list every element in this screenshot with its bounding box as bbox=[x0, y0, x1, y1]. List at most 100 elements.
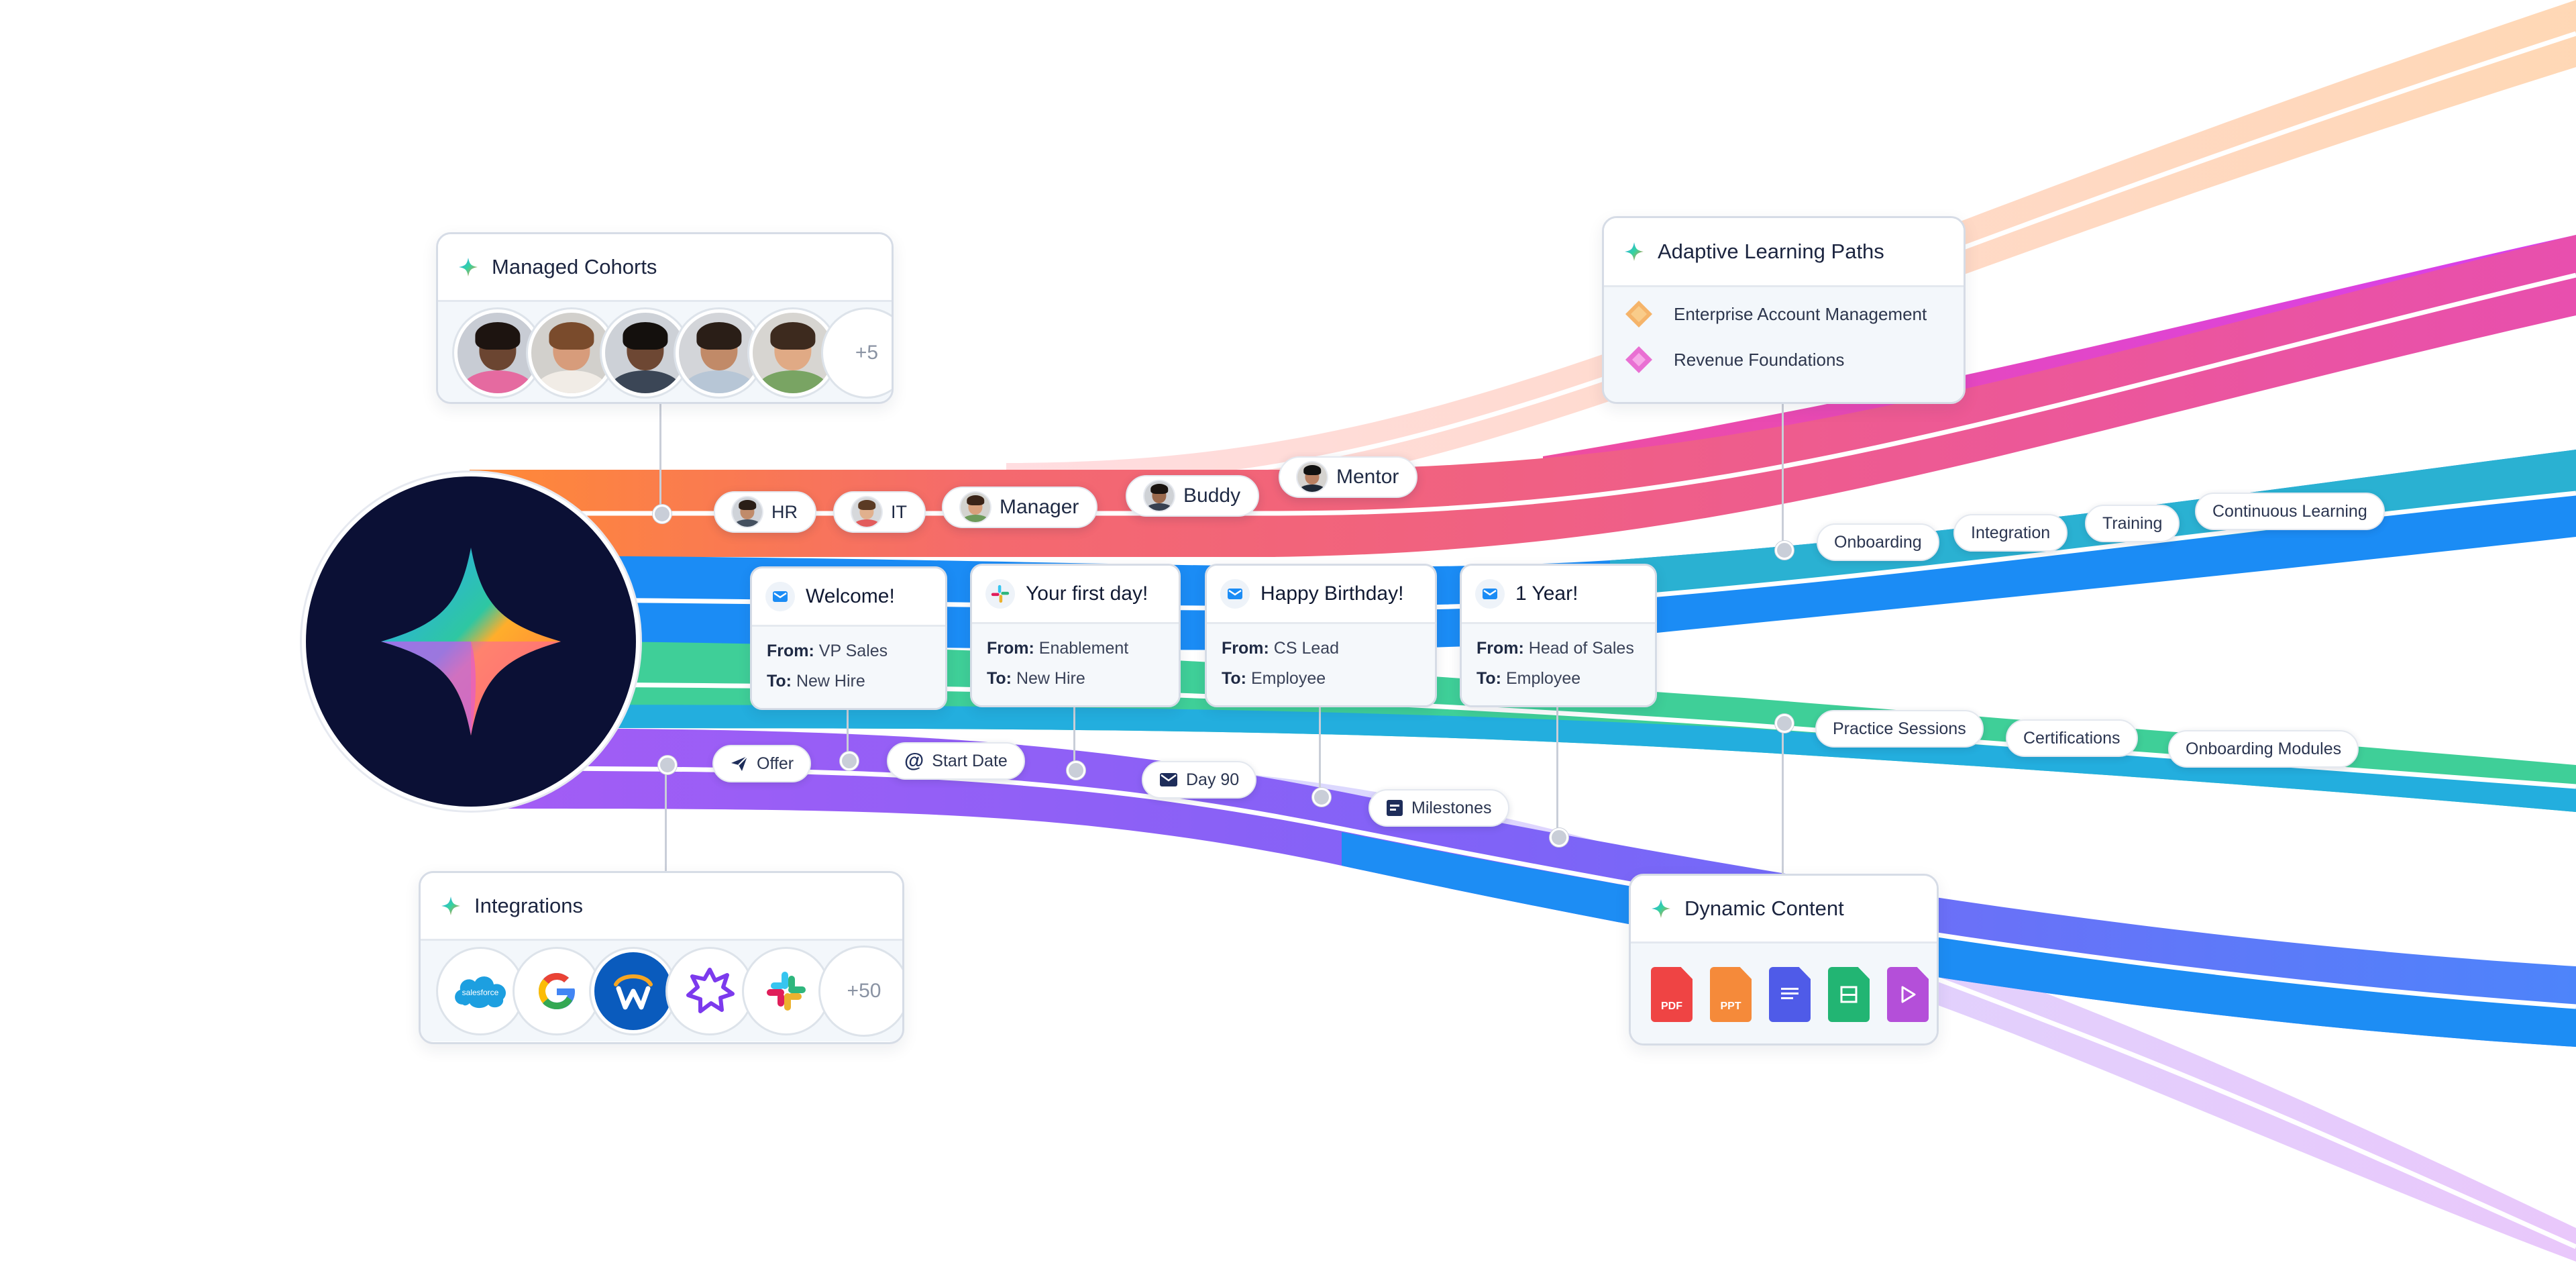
salesforce-logo-icon[interactable]: salesforce bbox=[438, 949, 523, 1033]
message-to: Employee bbox=[1250, 669, 1326, 688]
avatar[interactable] bbox=[528, 309, 615, 397]
message-card-birthday[interactable]: Happy Birthday! From: CS Lead To: Employ… bbox=[1205, 564, 1437, 707]
play-icon bbox=[1901, 986, 1916, 1003]
avatar[interactable] bbox=[602, 309, 689, 397]
cohorts-title: Managed Cohorts bbox=[492, 255, 657, 278]
connector-dot bbox=[1067, 761, 1085, 780]
tag-onboarding-modules[interactable]: Onboarding Modules bbox=[2168, 730, 2359, 768]
connector-dot bbox=[1312, 788, 1331, 807]
envelope-icon bbox=[1160, 773, 1177, 786]
sparkle-star-icon bbox=[381, 548, 561, 735]
hub-logo bbox=[302, 472, 640, 811]
avatar bbox=[961, 493, 990, 522]
google-logo-icon[interactable] bbox=[515, 949, 599, 1033]
learning-title: Adaptive Learning Paths bbox=[1658, 240, 1884, 263]
avatar[interactable] bbox=[749, 309, 837, 397]
connector-msg-4 bbox=[1556, 703, 1558, 835]
adaptive-learning-card: Adaptive Learning Paths Enterprise Accou… bbox=[1602, 216, 1966, 404]
slack-logo-icon[interactable] bbox=[744, 949, 828, 1033]
connector-cohorts bbox=[659, 401, 661, 512]
tag-practice-sessions[interactable]: Practice Sessions bbox=[1815, 710, 1984, 748]
integration-logos: salesforce bbox=[421, 941, 902, 1041]
tag-integration[interactable]: Integration bbox=[1953, 514, 2068, 552]
doc-label: PDF bbox=[1661, 1001, 1682, 1012]
workday-logo-icon[interactable] bbox=[591, 949, 676, 1033]
mail-icon bbox=[765, 582, 795, 611]
connector-dot bbox=[1775, 541, 1794, 560]
tag-certifications[interactable]: Certifications bbox=[2006, 719, 2138, 757]
connector-integrations bbox=[665, 764, 667, 872]
sparkle-icon bbox=[459, 258, 478, 276]
connector-dot bbox=[653, 505, 672, 523]
message-card-one-year[interactable]: 1 Year! From: Head of Sales To: Employee bbox=[1460, 564, 1657, 707]
pill-label: IT bbox=[891, 501, 907, 522]
pdf-file-icon[interactable]: PDF bbox=[1651, 967, 1693, 1022]
connector-dot bbox=[1550, 828, 1568, 847]
tag-onboarding[interactable]: Onboarding bbox=[1817, 523, 1939, 561]
tag-training[interactable]: Training bbox=[2085, 505, 2180, 542]
learning-path-item[interactable]: Revenue Foundations bbox=[1604, 337, 1964, 382]
connector-dot bbox=[840, 752, 859, 770]
cohort-avatars: +5 bbox=[438, 302, 892, 402]
pill-label: Buddy bbox=[1183, 484, 1241, 507]
message-from: CS Lead bbox=[1273, 639, 1340, 658]
sparkle-icon bbox=[441, 897, 460, 915]
sheet-file-icon[interactable] bbox=[1828, 967, 1870, 1022]
to-label: To: bbox=[1222, 669, 1247, 688]
message-title: Your first day! bbox=[1026, 582, 1148, 605]
connector-msg-2 bbox=[1073, 703, 1075, 768]
pill-mentor[interactable]: Mentor bbox=[1279, 456, 1418, 498]
salesforce-wordmark: salesforce bbox=[462, 988, 499, 997]
more-integrations-badge[interactable]: +50 bbox=[820, 948, 902, 1035]
connector-dynamic bbox=[1782, 722, 1784, 876]
message-card-welcome[interactable]: Welcome! From: VP Sales To: New Hire bbox=[750, 566, 947, 710]
connector-dot bbox=[658, 756, 677, 774]
pill-manager[interactable]: Manager bbox=[942, 487, 1098, 528]
from-label: From: bbox=[1222, 639, 1269, 658]
message-from: Enablement bbox=[1038, 639, 1129, 658]
sparkle-icon bbox=[1625, 242, 1644, 261]
document-types: PDF PPT bbox=[1631, 944, 1937, 1043]
message-from: VP Sales bbox=[818, 642, 888, 660]
connector-msg-3 bbox=[1319, 703, 1321, 795]
avatar[interactable] bbox=[454, 309, 541, 397]
grid-icon bbox=[1840, 986, 1858, 1003]
to-label: To: bbox=[987, 669, 1012, 688]
doc-file-icon[interactable] bbox=[1769, 967, 1811, 1022]
pill-label: HR bbox=[771, 501, 798, 522]
ppt-file-icon[interactable]: PPT bbox=[1710, 967, 1752, 1022]
integrations-title: Integrations bbox=[474, 894, 583, 917]
message-title: Happy Birthday! bbox=[1260, 582, 1404, 605]
more-cohorts-badge[interactable]: +5 bbox=[823, 309, 892, 397]
learning-item-label: Enterprise Account Management bbox=[1674, 303, 1927, 324]
badge-icon bbox=[1625, 301, 1652, 327]
tag-label: Offer bbox=[757, 754, 794, 773]
message-from: Head of Sales bbox=[1528, 639, 1634, 658]
tag-offer[interactable]: Offer bbox=[712, 745, 812, 782]
connector-msg-1 bbox=[847, 705, 849, 758]
from-label: From: bbox=[767, 642, 814, 660]
to-label: To: bbox=[767, 672, 792, 691]
pill-hr[interactable]: HR bbox=[714, 491, 816, 533]
learning-item-label: Revenue Foundations bbox=[1674, 349, 1845, 370]
message-card-first-day[interactable]: Your first day! From: Enablement To: New… bbox=[970, 564, 1181, 707]
learning-path-item[interactable]: Enterprise Account Management bbox=[1604, 291, 1964, 337]
avatar bbox=[852, 497, 881, 527]
burst-logo-icon[interactable] bbox=[667, 949, 752, 1033]
avatar bbox=[1144, 481, 1174, 511]
mail-icon bbox=[1475, 579, 1505, 609]
to-label: To: bbox=[1477, 669, 1502, 688]
message-to: Employee bbox=[1505, 669, 1581, 688]
pill-it[interactable]: IT bbox=[833, 491, 926, 533]
video-file-icon[interactable] bbox=[1887, 967, 1929, 1022]
tag-day-90[interactable]: Day 90 bbox=[1142, 761, 1257, 799]
tag-start-date[interactable]: @ Start Date bbox=[887, 742, 1025, 780]
pill-buddy[interactable]: Buddy bbox=[1126, 475, 1260, 517]
sparkle-icon bbox=[1652, 899, 1670, 918]
managed-cohorts-card: Managed Cohorts +5 bbox=[436, 232, 894, 404]
dynamic-title: Dynamic Content bbox=[1684, 897, 1844, 920]
tag-continuous-learning[interactable]: Continuous Learning bbox=[2195, 493, 2385, 530]
doc-label: PPT bbox=[1720, 1001, 1741, 1012]
tag-milestones[interactable]: Milestones bbox=[1368, 789, 1509, 827]
mail-icon bbox=[1220, 579, 1250, 609]
